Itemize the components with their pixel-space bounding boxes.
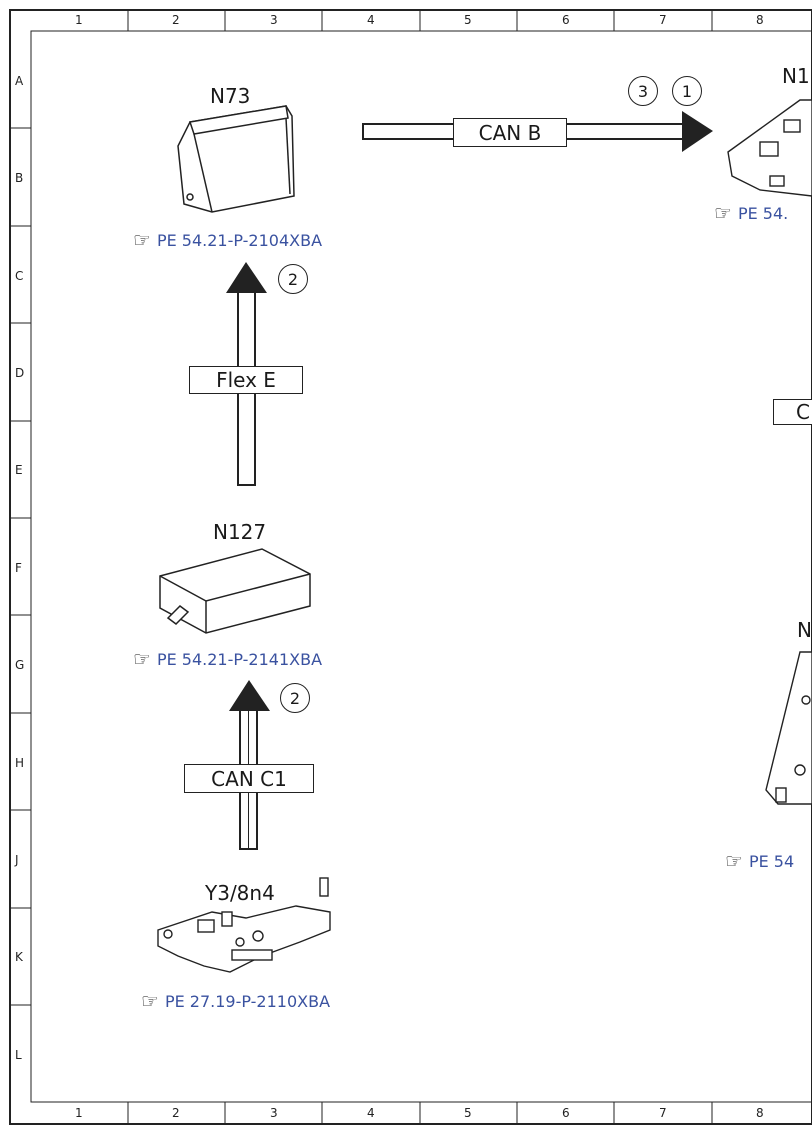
column-ruler-bottom (127, 1102, 713, 1124)
reference-link-y3-8n4[interactable]: ☞ PE 27.19-P-2110XBA (141, 991, 330, 1011)
marker-3: 3 (628, 76, 658, 106)
row-label-F: F (15, 561, 22, 575)
col-label-bottom-7: 7 (659, 1106, 667, 1120)
col-label-4: 4 (367, 13, 375, 27)
marker-2-can-c1: 2 (280, 683, 310, 713)
col-label-bottom-5: 5 (464, 1106, 472, 1120)
reference-link-n127[interactable]: ☞ PE 54.21-P-2141XBA (133, 649, 322, 669)
outer-border (9, 9, 812, 1125)
pointing-hand-icon: ☞ (725, 849, 743, 873)
inner-border (30, 30, 812, 1103)
reference-text: PE 54.21-P-2104XBA (156, 230, 323, 250)
row-label-G: G (15, 658, 25, 672)
row-ruler-left (10, 127, 31, 1006)
reference-link-top-right[interactable]: ☞ PE 54. (714, 203, 788, 223)
row-label-E: E (15, 463, 23, 477)
row-label-J: J (15, 853, 19, 867)
col-label-bottom-8: 8 (756, 1106, 764, 1120)
row-label-C: C (15, 269, 24, 283)
row-label-H: H (15, 756, 25, 770)
col-label-3: 3 (270, 13, 278, 27)
reference-text: PE 54 (748, 851, 795, 871)
col-label-bottom-2: 2 (172, 1106, 180, 1120)
right-mid-module-drawing (765, 651, 812, 805)
col-label-1: 1 (75, 13, 83, 27)
row-label-A: A (15, 74, 24, 88)
component-name-n73: N73 (210, 84, 251, 108)
reference-link-n73[interactable]: ☞ PE 54.21-P-2104XBA (133, 230, 322, 250)
col-label-7: 7 (659, 13, 667, 27)
pointing-hand-icon: ☞ (714, 201, 732, 225)
bus-label-right-partial: C (773, 399, 812, 425)
marker-1: 1 (672, 76, 702, 106)
bus-label-can-c1: CAN C1 (184, 764, 314, 793)
n127-module-drawing (159, 548, 311, 634)
y3-8n4-board-drawing (157, 877, 331, 973)
row-label-D: D (15, 366, 25, 380)
marker-2-flex-e: 2 (278, 264, 308, 294)
col-label-bottom-4: 4 (367, 1106, 375, 1120)
col-label-2: 2 (172, 13, 180, 27)
component-name-mid-right: N (797, 618, 812, 642)
reference-text: PE 27.19-P-2110XBA (164, 991, 331, 1011)
col-label-8: 8 (756, 13, 764, 27)
component-name-n127: N127 (213, 520, 267, 544)
n73-module-drawing (177, 105, 295, 213)
reference-text: PE 54. (737, 203, 789, 223)
col-label-bottom-1: 1 (75, 1106, 83, 1120)
row-label-L: L (15, 1048, 22, 1062)
bus-label-can-b: CAN B (453, 118, 567, 147)
bus-label-flex-e: Flex E (189, 366, 303, 394)
reference-link-mid-right[interactable]: ☞ PE 54 (725, 851, 794, 871)
pointing-hand-icon: ☞ (133, 647, 151, 671)
col-label-bottom-3: 3 (270, 1106, 278, 1120)
column-ruler-top (127, 10, 713, 31)
component-name-y3-8n4: Y3/8n4 (205, 881, 275, 905)
reference-text: PE 54.21-P-2141XBA (156, 649, 323, 669)
component-name-top-right: N1 (782, 64, 810, 88)
pointing-hand-icon: ☞ (133, 228, 151, 252)
row-label-K: K (15, 950, 23, 964)
right-top-module-drawing (727, 99, 812, 197)
col-label-bottom-6: 6 (562, 1106, 570, 1120)
pointing-hand-icon: ☞ (141, 989, 159, 1013)
col-label-5: 5 (464, 13, 472, 27)
row-label-B: B (15, 171, 24, 185)
col-label-6: 6 (562, 13, 570, 27)
